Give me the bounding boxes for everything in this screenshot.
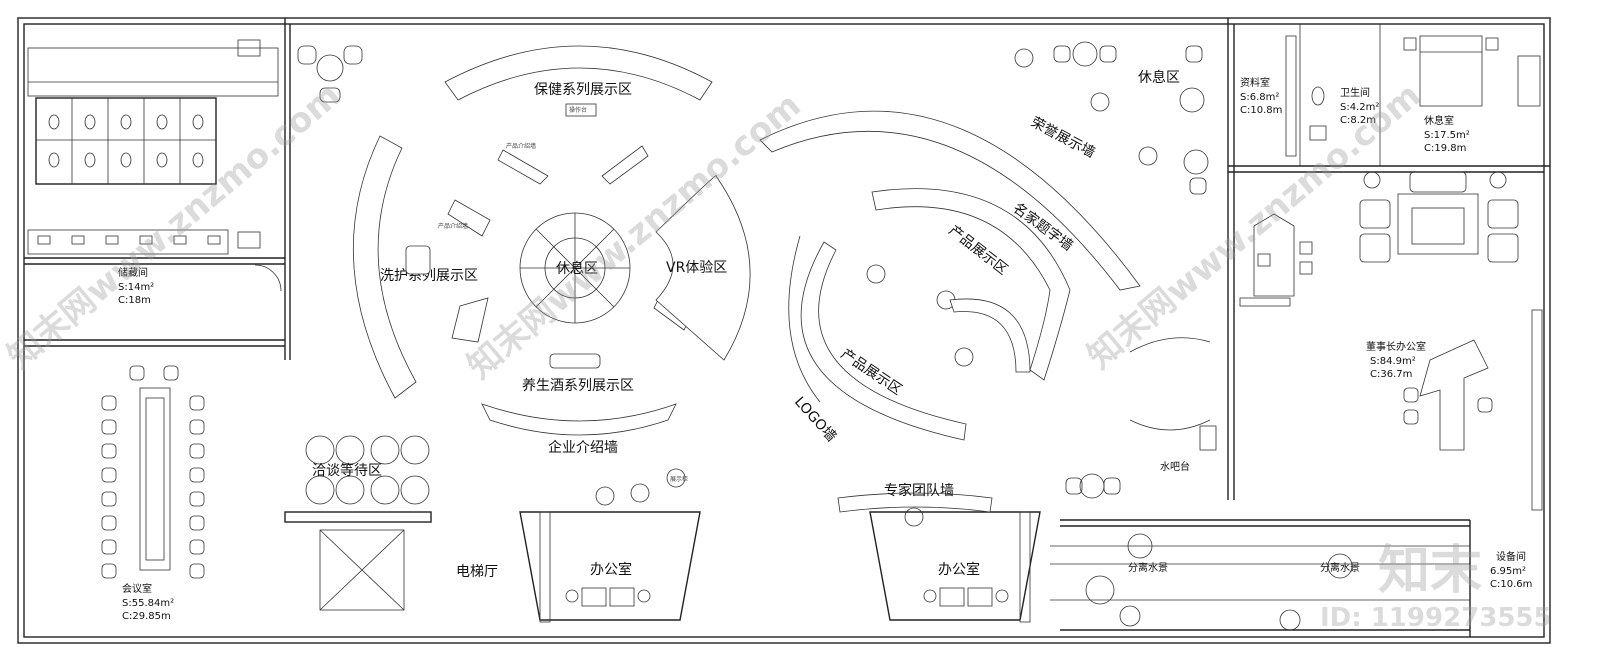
data-room-area: S:6.8m²: [1240, 92, 1279, 103]
watermark-brand-left: 知末网www.znzmo.com: [0, 75, 349, 377]
fire-hydrant-icon: [237, 39, 261, 57]
equipment-room: 设备间 6.95m² C:10.6m: [1490, 550, 1532, 590]
display-cabinets: 展示柜: [595, 48, 1158, 527]
storage-room: 储藏间 S:14m² C:18m: [118, 264, 282, 306]
equipment-room-name: 设备间: [1496, 550, 1526, 563]
conference-table: [139, 387, 171, 571]
honor-wall-label: 荣誉展示墙: [1028, 114, 1097, 161]
wc-room-perimeter: C:8.2m: [1340, 115, 1376, 126]
data-room-name: 资料室: [1240, 76, 1270, 89]
bed-icon: [1419, 35, 1483, 107]
wine-zone-label: 养生酒系列展示区: [522, 378, 634, 394]
wine-display: 养生酒系列展示区 企业介绍墙: [481, 353, 677, 456]
logo-wall-label: LOGO墙: [791, 394, 839, 445]
rest-room-name: 休息室: [1424, 114, 1454, 127]
wc-room-area: S:4.2m²: [1340, 102, 1379, 113]
rest-right-label: 休息区: [1138, 69, 1180, 86]
meeting-chairs: [101, 365, 205, 579]
famous-calligraphy-wall: 名家题字墙: [871, 188, 1076, 381]
meeting-room: 会议室 S:55.84m² C:29.85m: [101, 365, 205, 622]
water-scene-2-label: 分离水景: [1320, 561, 1360, 574]
wc-room: 卫生间 S:4.2m² C:8.2m: [1309, 24, 1381, 166]
care-zone-label: 洗护系列展示区: [380, 268, 478, 284]
equipment-room-perimeter: C:10.6m: [1490, 579, 1532, 590]
product-board-label-2: 产品介绍墙: [438, 222, 468, 230]
expert-team-wall: 专家团队墙: [837, 482, 993, 513]
water-bar: 水吧台: [1129, 337, 1217, 473]
outer-walls: [17, 17, 1551, 644]
toilet-block: [27, 39, 279, 255]
executive-desk: [1419, 339, 1489, 451]
watermark-id: ID: 1199273555: [1320, 603, 1552, 633]
rest-room: 休息室 S:17.5m² C:19.8m: [1403, 35, 1541, 154]
water-bar-label: 水吧台: [1160, 460, 1190, 473]
expert-wall-label: 专家团队墙: [884, 482, 954, 499]
chairman-office: 董事长办公室 S:84.9m² C:36.7m: [1239, 171, 1543, 511]
health-zone-label: 保健系列展示区: [534, 82, 632, 98]
negotiation-zone-label: 洽谈等待区: [312, 462, 382, 479]
elevator-hall: 电梯厅: [284, 511, 498, 611]
toilet-icons: [48, 114, 204, 168]
rest-room-perimeter: C:19.8m: [1424, 143, 1466, 154]
water-scene-1-label: 分离水景: [1128, 561, 1168, 574]
watermarks: 知末网www.znzmo.com 知末网www.znzmo.com 知末网www…: [0, 75, 1552, 633]
health-display-arc: 保健系列展示区 操作台: [444, 45, 713, 117]
center-rest-area: 休息区: [519, 212, 631, 324]
lounge-set-left: [297, 45, 363, 103]
negotiation-zone: 洽谈等待区: [305, 435, 430, 505]
product-board-label-1: 产品介绍墙: [506, 142, 536, 150]
product-display-lower: 产品展示区: [800, 241, 967, 441]
fire-hydrant-icon-2: [237, 231, 261, 249]
watermark-brand-center: 知末网www.znzmo.com: [460, 85, 809, 387]
vr-zone-label: VR体验区: [666, 260, 727, 276]
tea-table: [1253, 213, 1295, 297]
rest-room-area: S:17.5m²: [1424, 130, 1470, 141]
office-right-label: 办公室: [938, 561, 980, 578]
storage-room-area: S:14m²: [118, 282, 154, 293]
sink-icons: [37, 235, 221, 245]
office-left-label: 办公室: [590, 561, 632, 578]
data-room-perimeter: C:10.8m: [1240, 105, 1282, 116]
office-right: 办公室: [869, 511, 1041, 623]
wc-room-name: 卫生间: [1340, 86, 1370, 99]
office-left: 办公室: [519, 511, 701, 623]
console-label: 操作台: [569, 106, 587, 114]
chairman-office-name: 董事长办公室: [1366, 340, 1426, 353]
console-box: [565, 103, 597, 117]
rest-area-right: 休息区: [1053, 41, 1209, 499]
center-rest-label: 休息区: [556, 260, 598, 277]
meeting-room-area: S:55.84m²: [122, 598, 174, 609]
elevator-hall-label: 电梯厅: [456, 564, 498, 580]
elevator-shaft: [319, 529, 405, 611]
meeting-room-name: 会议室: [122, 582, 152, 595]
cabinet-label-1: 展示柜: [670, 475, 688, 483]
vr-experience-zone: VR体验区: [655, 175, 751, 361]
data-room: 资料室 S:6.8m² C:10.8m: [1240, 24, 1301, 166]
storage-room-perimeter: C:18m: [118, 295, 151, 306]
watermark-brand-right: 知末网www.znzmo.com: [1080, 75, 1429, 377]
meeting-room-perimeter: C:29.85m: [122, 611, 171, 622]
care-display-arc: 洗护系列展示区: [353, 135, 478, 399]
door-swing: [254, 264, 282, 292]
equipment-room-area: 6.95m²: [1490, 566, 1526, 577]
company-wall-label: 企业介绍墙: [548, 439, 618, 456]
chairman-office-area: S:84.9m²: [1370, 356, 1416, 367]
storage-room-name: 储藏间: [118, 266, 148, 279]
water-features: 分离水景 分离水景: [1085, 533, 1360, 631]
chairman-office-perimeter: C:36.7m: [1370, 369, 1412, 380]
watermark-logo: 知末: [1378, 541, 1482, 601]
